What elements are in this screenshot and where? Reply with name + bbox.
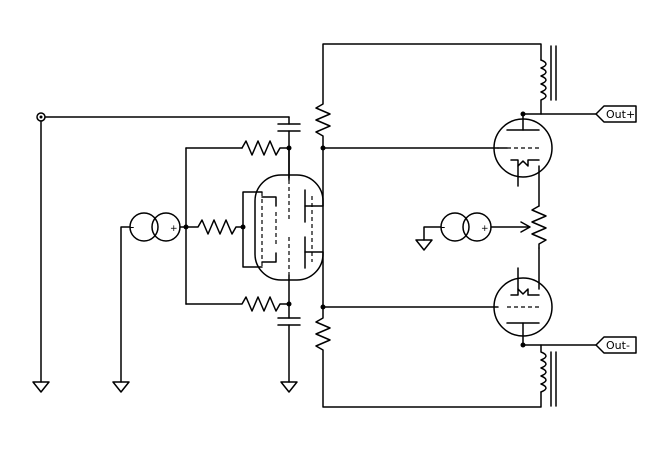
ground-icon [280, 381, 298, 393]
ground-icon [415, 239, 433, 251]
current-source-left: - + [129, 212, 181, 242]
out-minus-label: Out- [606, 339, 630, 352]
plate-lead-bottom [304, 251, 324, 308]
bias-potentiometer [490, 205, 547, 249]
ground-icon [32, 381, 50, 393]
out-plus-terminal[interactable]: Out+ [595, 105, 637, 123]
plus-sign: + [481, 224, 489, 234]
resistor-top-left [241, 140, 290, 156]
output-transformer-bottom [540, 344, 557, 407]
output-tube-top [493, 113, 553, 207]
current-source-right: - + [440, 212, 492, 242]
resistor-plate-top [315, 43, 542, 149]
resistor-bottom-left [185, 296, 290, 312]
cathode-bracket [242, 191, 263, 268]
input-jack [36, 112, 46, 122]
out-minus-terminal[interactable]: Out- [595, 336, 637, 354]
current-source-ground-wire [120, 226, 131, 383]
plus-sign: + [170, 224, 178, 234]
minus-sign: - [130, 220, 134, 234]
ground-icon [112, 381, 130, 393]
resistor-plate-bottom [315, 306, 542, 408]
coupling-capacitor-bottom [277, 303, 301, 383]
plate-lead-top [304, 147, 324, 207]
double-triode-tube [254, 174, 324, 281]
wire [423, 226, 442, 241]
resistor-cathode [185, 219, 244, 235]
output-tube-bottom [493, 247, 553, 346]
output-transformer-top [540, 45, 557, 115]
out-plus-label: Out+ [606, 108, 635, 121]
minus-sign: - [441, 220, 445, 234]
